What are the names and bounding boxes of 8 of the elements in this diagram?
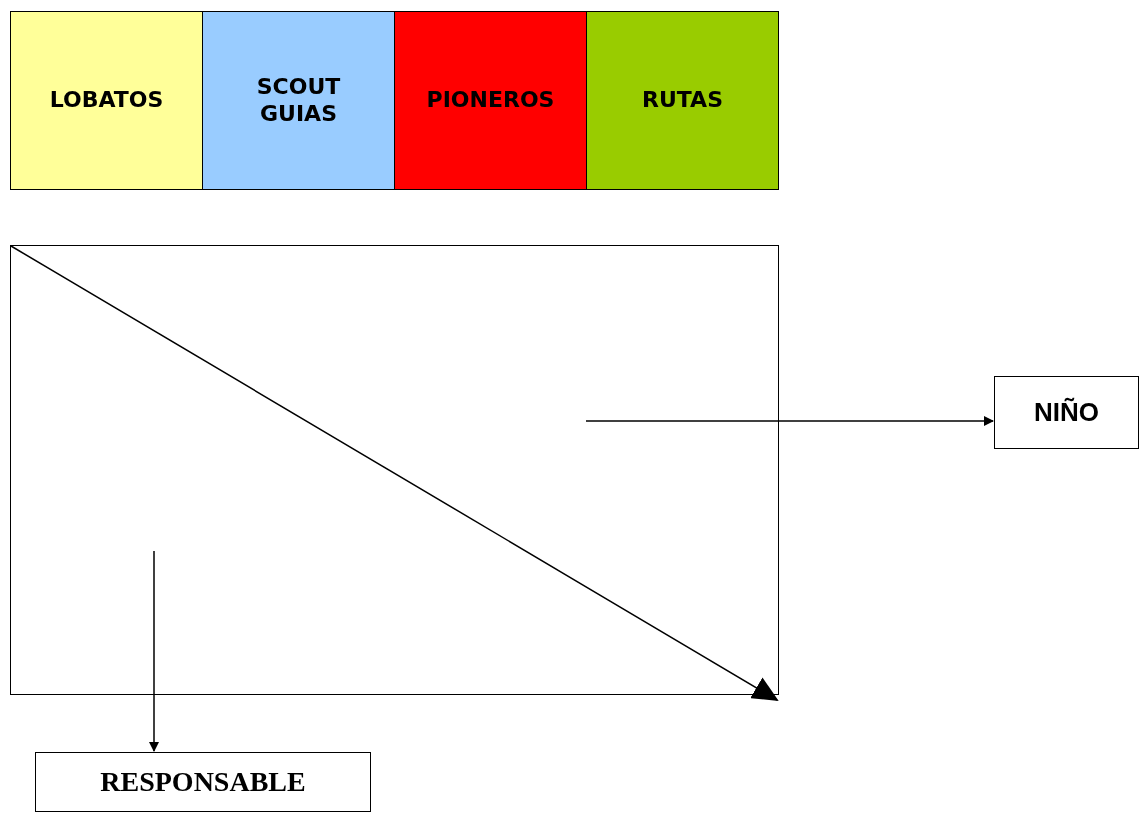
arrow <box>149 550 159 752</box>
section-box: RUTAS <box>586 11 779 190</box>
arrow <box>585 416 994 426</box>
label-box: NIÑO <box>994 376 1139 449</box>
section-box: SCOUT GUIAS <box>202 11 395 190</box>
label-box: RESPONSABLE <box>35 752 371 812</box>
section-box: LOBATOS <box>10 11 203 190</box>
section-box: PIONEROS <box>394 11 587 190</box>
